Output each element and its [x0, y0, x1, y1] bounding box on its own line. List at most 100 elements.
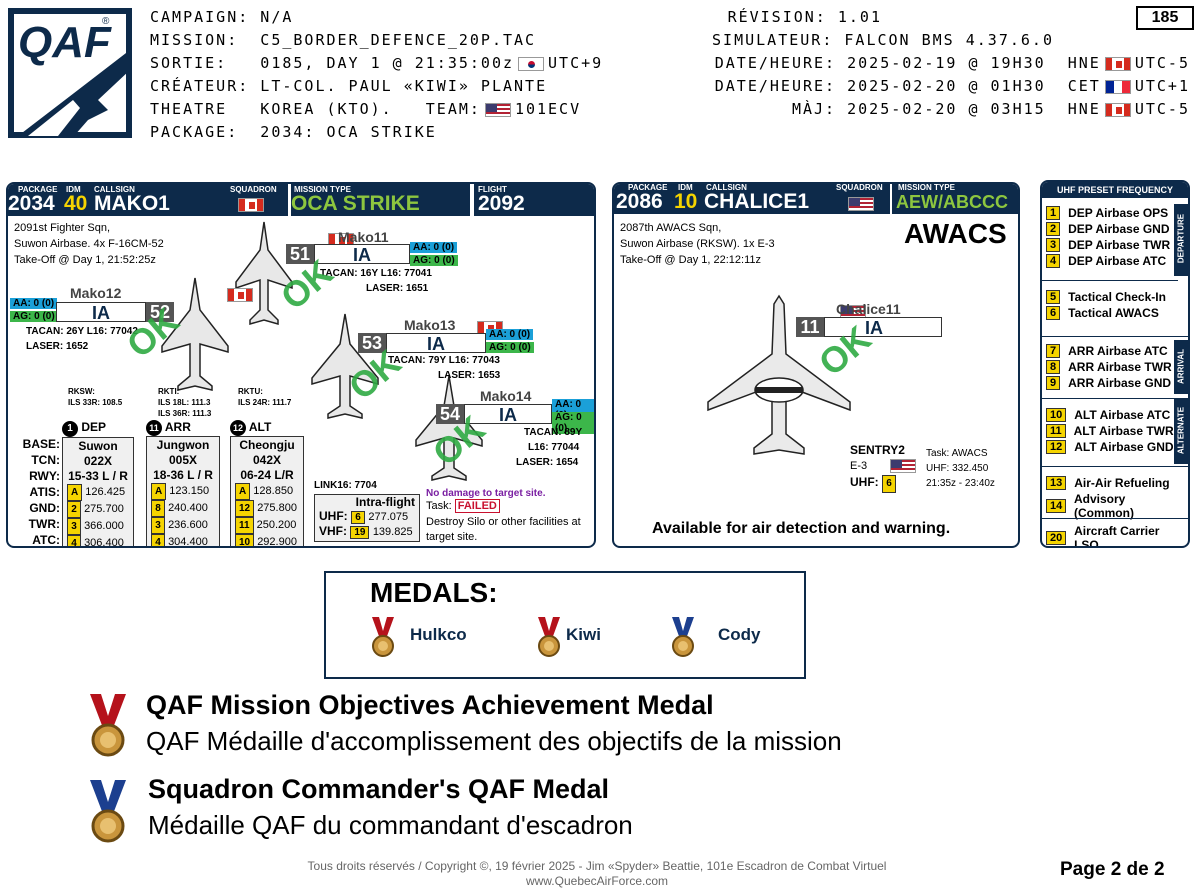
- pilot-number: 51: [286, 244, 314, 264]
- pilot-ia-box: IA: [386, 333, 486, 354]
- pilot-name: Chalice11: [836, 301, 901, 317]
- link16: LINK16: 7704: [314, 480, 377, 491]
- idm-number: 10: [674, 190, 698, 213]
- blue-medal-icon: [672, 617, 694, 657]
- pilot-ia-box: IA: [314, 244, 410, 265]
- pilot-ia-box: IA: [56, 302, 146, 323]
- medals-box: MEDALS: Hulkco Kiwi Cody: [324, 571, 806, 679]
- medal-recipient: Cody: [718, 625, 761, 644]
- aa-score: AA: 0 (0): [410, 242, 458, 253]
- package-line: PACKAGE: 2034: OCA STRIKE: [150, 123, 437, 141]
- france-flag-icon: [1104, 79, 1131, 94]
- medal-recipient: Hulkco: [410, 625, 467, 644]
- medal-legend-en: QAF Mission Objectives Achievement Medal: [146, 690, 714, 720]
- medals-title: MEDALS:: [370, 577, 498, 608]
- canada-flag-icon: [593, 391, 594, 406]
- callsign: CHALICE1: [704, 190, 810, 213]
- mission-big-label: AWACS: [904, 218, 1007, 249]
- medal-item: [370, 617, 396, 662]
- us-flag-icon: [890, 459, 917, 474]
- damage-note: No damage to target site.: [426, 488, 546, 499]
- aa-score: AA: 0 (0): [10, 298, 58, 309]
- flight-panel-chalice1: PACKAGE IDM CALLSIGN SQUADRON 2086 10 CH…: [612, 182, 1020, 548]
- side-tab-departure: DEPARTURE: [1174, 204, 1188, 276]
- revision-line: RÉVISION: 1.01: [727, 8, 882, 26]
- base-row-labels: BASE:TCN:RWY:ATIS:GND:TWR:ATC:: [22, 437, 60, 547]
- ils-rksw: RKSW:ILS 33R: 108.5: [68, 387, 123, 407]
- pilot-name: Mako11: [338, 229, 389, 245]
- theatre-line: THEATRE KOREA (KTO). TEAM:101ECV: [150, 100, 582, 118]
- sentry-info: SENTRY2 E-3 UHF: 6: [850, 442, 920, 493]
- medal-legend-fr: Médaille QAF du commandant d'escadron: [148, 810, 633, 840]
- flight-info: 2091st Fighter Sqn,Suwon Airbase. 4x F-1…: [14, 222, 164, 266]
- blue-medal-icon: [90, 780, 126, 843]
- awacs-jet-icon: [707, 294, 851, 455]
- package-number: 2086: [616, 190, 663, 213]
- f16-jet-icon: [311, 313, 379, 419]
- medal-legend-en: Squadron Commander's QAF Medal: [148, 774, 609, 804]
- ag-score: AG: 0 (0): [410, 255, 458, 266]
- red-medal-icon: [538, 617, 560, 657]
- jet-logo-icon: [18, 50, 130, 136]
- page-indicator: Page 2 de 2: [1060, 859, 1165, 880]
- flight-info: 2087th AWACS Sqn,Suwon Airbase (RKSW). 1…: [620, 222, 775, 266]
- aa-score: AA: 0 (0): [486, 329, 534, 340]
- mission-type: OCA STRIKE: [291, 192, 420, 215]
- pilot-ia-box: IA: [464, 404, 552, 425]
- task-status-badge: FAILED: [454, 499, 500, 513]
- ag-score: AG: 0 (0): [552, 412, 594, 434]
- f16-jet-icon: [235, 221, 293, 325]
- canada-flag-icon: [1104, 56, 1131, 71]
- ils-rktu: RKTU:ILS 24R: 111.7: [238, 387, 292, 407]
- copyright: Tous droits réservés / Copyright ©, 19 f…: [307, 859, 887, 888]
- pilot-name: Mako14: [480, 388, 532, 404]
- red-medal-icon: [372, 617, 394, 657]
- page-number-box: 185: [1136, 6, 1194, 30]
- ag-score: AG: 0 (0): [486, 342, 534, 353]
- pilot-name: Mako12: [70, 285, 122, 301]
- mission-type: AEW/ABCCC: [896, 192, 1008, 212]
- us-flag-icon: [484, 102, 511, 117]
- creator-line: CRÉATEUR: LT-COL. PAUL «KIWI» PLANTE: [150, 77, 548, 95]
- medal-recipient: Kiwi: [566, 625, 601, 644]
- f16-jet-icon: [415, 375, 483, 481]
- task-line: Task: FAILED: [426, 499, 500, 513]
- canada-flag-icon: [226, 287, 253, 302]
- side-tab-arrival: ARRIVAL: [1174, 340, 1188, 394]
- callsign: MAKO1: [94, 192, 170, 215]
- canada-flag-icon: [1104, 102, 1131, 117]
- awacs-availability: Available for air detection and warning.: [652, 520, 951, 537]
- pilot-number: 53: [358, 333, 386, 353]
- medal-item: [536, 617, 562, 662]
- package-number: 2034: [8, 192, 55, 215]
- pilot-number: 11: [796, 317, 824, 337]
- pilot-ia-box: IA: [824, 317, 942, 338]
- intra-flight-box: Intra-flight UHF: 6 277.075 VHF: 19 139.…: [314, 494, 420, 542]
- idm-number: 40: [64, 192, 88, 215]
- korea-flag-icon: [518, 56, 545, 71]
- pilot-number: 52: [146, 302, 174, 322]
- medal-item: [670, 617, 696, 662]
- ag-score: AG: 0 (0): [10, 311, 58, 322]
- flight-number: 2092: [478, 192, 525, 215]
- flight-panel-mako1: PACKAGE IDM CALLSIGN SQUADRON 2034 40 MA…: [6, 182, 596, 548]
- pilot-name: Mako13: [404, 317, 456, 333]
- campaign-line: CAMPAIGN: N/A: [150, 8, 294, 26]
- pilot-number: 54: [436, 404, 464, 424]
- f16-jet-icon: [161, 277, 229, 391]
